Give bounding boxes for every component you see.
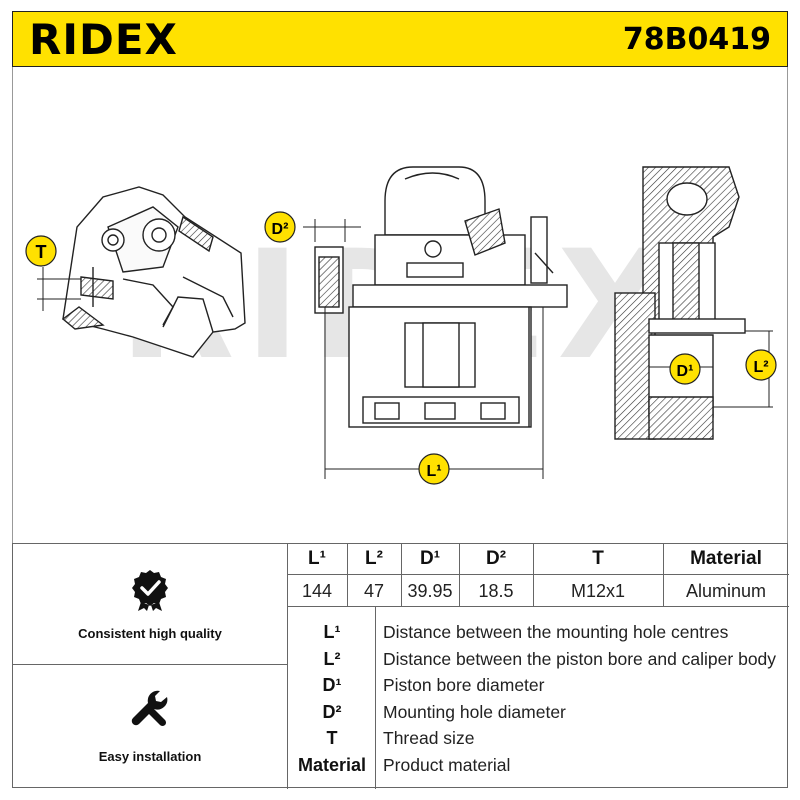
table-divider [347,544,348,606]
legend-key: D¹ [322,675,342,695]
label-d1-badge [669,353,701,385]
legend-key: T [326,728,338,748]
spec-value-t: M12x1 [570,581,626,601]
part-number: 78B0419 [622,22,771,57]
legend-description: Distance between the piston bore and cal… [383,649,777,669]
table-divider [13,664,287,665]
legend-key: L² [323,649,341,669]
brand-logo: RIDEX [29,15,178,64]
table-divider [287,574,789,575]
spec-header-d2: D² [485,548,507,569]
label-d2-badge [264,211,296,243]
table-divider [533,544,534,606]
caliper-section-view [614,166,746,440]
spec-header-l1: L¹ [308,548,326,569]
table-divider [287,606,789,607]
legend-description: Piston bore diameter [383,675,545,695]
legend-description: Distance between the mounting hole centr… [383,622,729,642]
legend-key: Material [297,755,367,775]
spec-header-l2: L² [365,548,383,569]
feature-quality-label: Consistent high quality [78,626,222,641]
table-divider [459,544,460,606]
spec-table: L¹ L² D¹ D² T Material 144 47 39.95 18.5… [12,543,789,789]
feature-installation-label: Easy installation [98,749,202,764]
wrench-icon [131,690,168,727]
legend-key: L¹ [323,622,341,642]
legend-description: Thread size [383,728,475,748]
dimension-d2 [303,219,361,242]
caliper-side-view [61,186,246,358]
caliper-front-view [314,166,568,428]
header-bar: RIDEX 78B0419 [12,11,788,67]
label-l2: L² [753,359,768,376]
caliper-drawing-svg: RIDEX T [25,166,777,485]
table-divider [375,606,376,789]
spec-value-d1: 39.95 [407,581,453,601]
legend-key: D² [322,702,342,722]
label-d2: D² [272,221,289,238]
table-divider [401,544,402,606]
label-l2-badge [745,349,777,381]
spec-value-l2: 47 [363,581,385,601]
legend-description: Mounting hole diameter [383,702,566,722]
spec-header-material: Material [690,548,762,569]
label-t-badge [25,235,57,267]
technical-drawing: RIDEX T [12,67,788,543]
label-l1-badge [418,453,450,485]
spec-value-d2: 18.5 [478,581,514,601]
spec-value-material: Aluminum [685,581,767,601]
legend-description: Product material [383,755,511,775]
spec-value-l1: 144 [301,581,333,601]
spec-header-d1: D¹ [419,548,441,569]
table-divider [663,544,664,606]
label-l1: L¹ [426,463,441,480]
label-d1: D¹ [677,363,694,380]
spec-header-t: T [592,548,604,569]
dimension-t [37,267,81,311]
quality-badge-icon [132,570,168,611]
label-t: T [36,242,47,262]
table-divider [287,544,288,789]
